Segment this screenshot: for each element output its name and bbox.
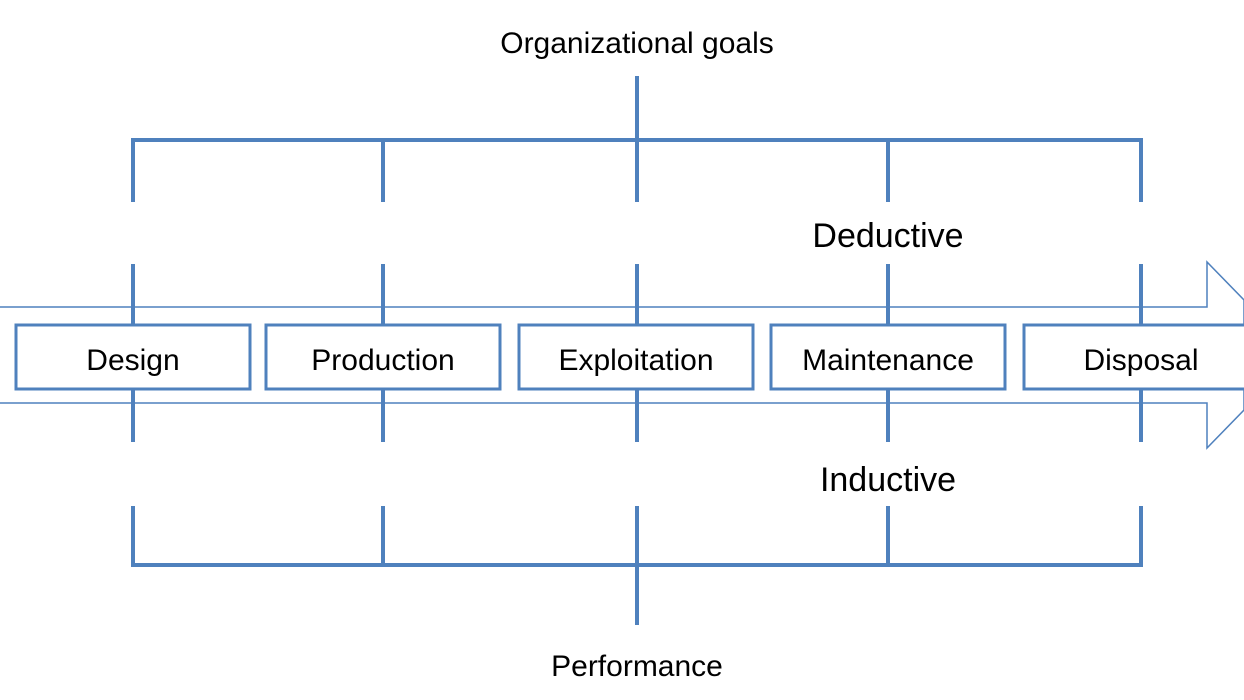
inductive-connectors: [131, 389, 1143, 442]
stage-exploitation: Exploitation: [517, 323, 755, 391]
stage-design: Design: [14, 323, 252, 391]
stage-box: [769, 323, 1007, 391]
deductive-label: Deductive: [812, 217, 963, 255]
stage-label: Design: [86, 344, 179, 377]
top-bracket: [131, 76, 1143, 202]
stage-box: [264, 323, 502, 391]
deductive-connectors: [131, 264, 1143, 325]
stage-label: Maintenance: [802, 344, 974, 377]
stage-label: Exploitation: [558, 344, 713, 377]
stage-label: Disposal: [1083, 344, 1198, 377]
stage-label: Production: [311, 344, 454, 377]
top-label: Organizational goals: [500, 27, 774, 60]
inductive-label: Inductive: [820, 461, 956, 499]
bottom-bracket: [131, 506, 1143, 625]
stage-production: Production: [264, 323, 502, 391]
stage-box: [14, 323, 252, 391]
stage-maintenance: Maintenance: [769, 323, 1007, 391]
stage-box: [517, 323, 755, 391]
bottom-label: Performance: [551, 650, 723, 683]
stage-box: [1022, 323, 1244, 391]
stage-disposal: Disposal: [1022, 323, 1244, 391]
